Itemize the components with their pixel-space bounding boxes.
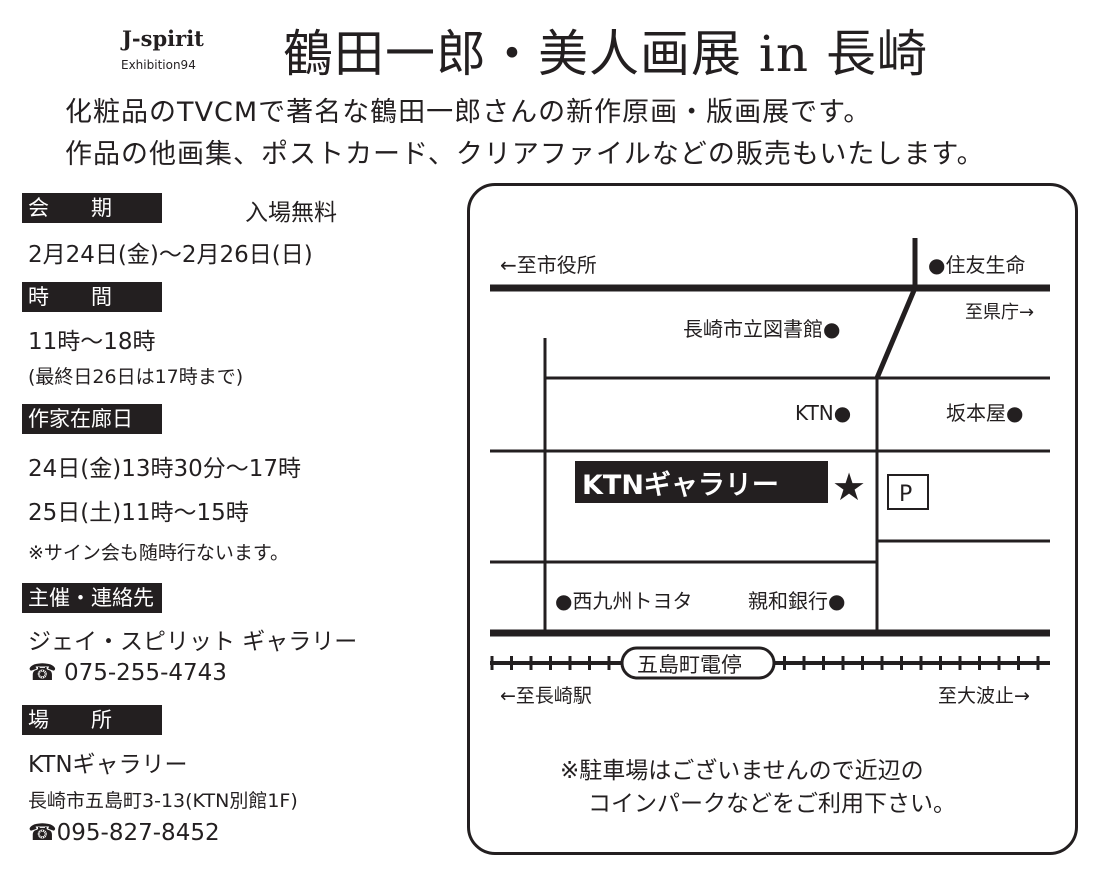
venue-phone: 095-827-8452 [56,820,220,846]
road-diagonal [874,287,918,379]
organizer-label: 主催・連絡先 [22,583,162,613]
venue: KTNギャラリー [28,752,188,778]
to-city-hall: ←至市役所 [500,253,597,277]
brand-name: J-spirit [122,26,204,51]
venue-label: 場 所 [22,705,162,735]
gallery-box [575,461,828,503]
brand-subtitle: Exhibition94 [121,58,196,72]
library: 長崎市立図書館● [683,317,840,341]
address: 長崎市五島町3-13(KTN別館1F) [28,790,298,812]
parking-note-1: ※駐車場はございませんので近辺の [560,757,924,784]
sakamotoya: 坂本屋● [946,401,1023,425]
shinwa-bank: 親和銀行● [748,589,845,613]
time-note: (最終日26日は17時まで) [28,366,244,388]
organizer-phone: 075-255-4743 [63,660,227,686]
toyota: ●西九州トヨタ [555,589,692,613]
time: 11時〜18時 [28,329,156,355]
phone-icon: ☎ [28,820,57,846]
parking-note-2: コインパークなどをご利用下さい。 [588,791,956,817]
ktn: KTN● [795,401,851,425]
to-ohato: 至大波止→ [938,685,1030,707]
artist-label: 作家在廊日 [22,404,162,434]
artist-day-1: 24日(金)13時30分〜17時 [28,456,302,482]
star-icon: ★ [832,465,866,509]
parking-label: P [899,482,912,507]
artist-note: ※サイン会も随時行ないます。 [28,542,290,564]
tram-stop-box [620,646,776,680]
access-map [467,183,1078,855]
tram-stop: 五島町電停 [637,653,742,677]
period-label: 会 期 [22,193,162,223]
phone-icon: ☎ [28,660,64,686]
to-station: ←至長崎駅 [500,685,592,707]
time-label: 時 間 [22,282,162,312]
page-title: 鶴田一郎・美人画展 in 長崎 [283,25,928,83]
lead-line-1: 化粧品のTVCMで著名な鶴田一郎さんの新作原画・版画展です。 [65,97,872,128]
lead-line-2: 作品の他画集、ポストカード、クリアファイルなどの販売もいたします。 [65,139,985,170]
artist-day-2: 25日(土)11時〜15時 [28,500,249,526]
period: 2月24日(金)〜2月26日(日) [28,242,313,268]
to-pref-office: 至県庁→ [965,302,1034,323]
parking-box [887,474,929,510]
admission-free: 入場無料 [245,200,337,226]
gallery-label: KTNギャラリー [582,470,779,501]
sumitomo-life: ●住友生命 [928,253,1025,277]
organizer: ジェイ・スピリット ギャラリー [28,629,358,655]
